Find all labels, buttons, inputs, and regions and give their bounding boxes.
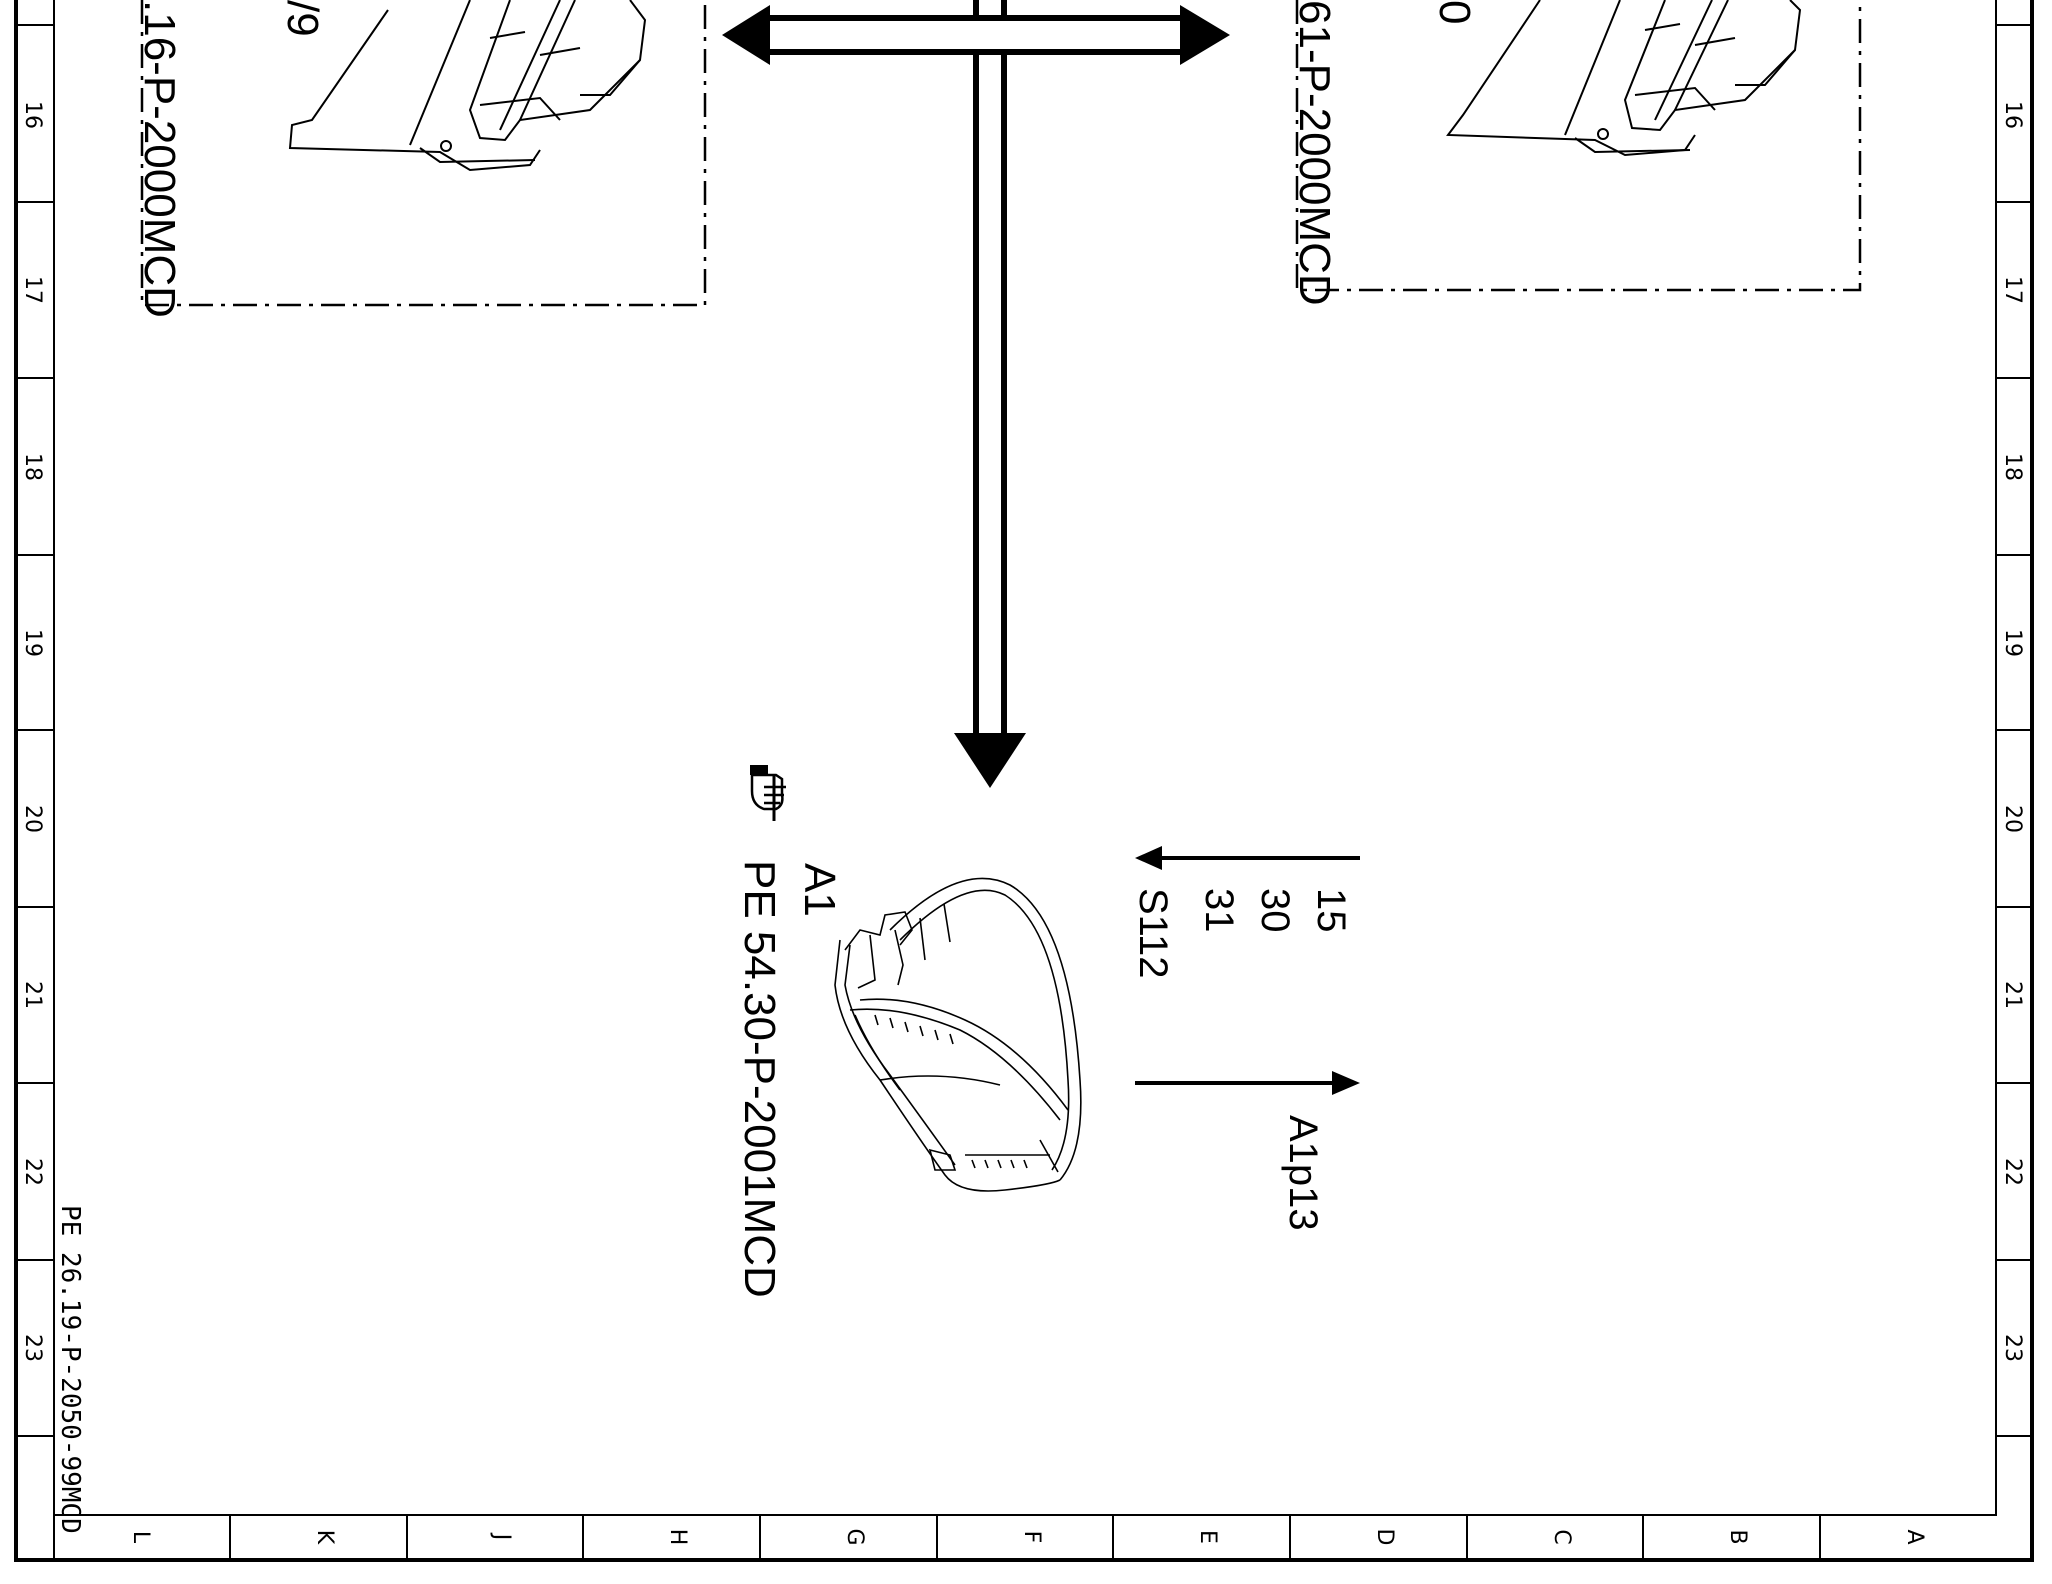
column-label: K — [312, 1530, 337, 1545]
sheet-frame — [14, 0, 2034, 1562]
column-label: F — [1019, 1531, 1044, 1544]
output-signal: A1p13 — [1135, 1071, 1360, 1231]
instrument-cluster-icon — [834, 877, 1082, 1192]
row-label: 20 — [20, 805, 45, 833]
bus-arrow-left — [722, 5, 770, 65]
row-label: 19 — [2000, 629, 2025, 657]
row-label: 17 — [2000, 276, 2025, 304]
column-label: A — [1902, 1529, 1927, 1544]
row-labels-left: 16 17 18 19 20 21 22 23 — [20, 101, 45, 1362]
row-label: 21 — [2000, 981, 2025, 1009]
left-component-box: .16-P-2000MCD /9 — [135, 0, 707, 318]
instrument-label: A1 — [795, 863, 844, 917]
bus-arrow-down — [954, 733, 1026, 788]
column-label: J — [489, 1532, 514, 1541]
left-box-partial-text: /9 — [278, 0, 327, 37]
right-box-partial-text: 0 — [1430, 0, 1479, 24]
row-label: 17 — [20, 276, 45, 304]
drawing-reference: PE 26.19-P-2050-99MCD — [55, 1205, 85, 1534]
bus-connection — [722, 0, 1230, 788]
row-label: 21 — [20, 981, 45, 1009]
left-box-code: .16-P-2000MCD — [135, 0, 184, 318]
signal-label: 15 — [1309, 888, 1353, 933]
input-arrow-head — [1135, 846, 1162, 870]
row-label: 16 — [20, 101, 45, 129]
control-unit-right-icon — [1446, 0, 1802, 157]
signal-label: 30 — [1253, 888, 1297, 933]
row-label: 18 — [20, 453, 45, 481]
bus-arrow-right — [1180, 5, 1230, 65]
column-ticks — [229, 1515, 1821, 1560]
instrument-reference: PE 54.30-P-2001MCD — [735, 860, 784, 1298]
row-label: 23 — [2000, 1334, 2025, 1362]
row-labels-right: 16 17 18 19 20 21 22 23 — [2000, 101, 2025, 1362]
row-label: 22 — [2000, 1158, 2025, 1186]
right-component-box: 61-P-2000MCD 0 — [1290, 0, 1862, 306]
column-labels: L K J H G F E D C B A — [128, 1528, 1927, 1545]
row-label: 23 — [20, 1334, 45, 1362]
input-signals: 15 30 31 S112 — [1131, 846, 1360, 978]
output-signal-label: A1p13 — [1281, 1115, 1325, 1231]
row-label: 18 — [2000, 453, 2025, 481]
row-label: 16 — [2000, 101, 2025, 129]
instrument-cluster: A1 PE 54.30-P-2001MCD — [735, 765, 1082, 1298]
row-ticks — [16, 24, 2032, 1437]
signal-label: S112 — [1131, 888, 1175, 978]
control-unit-left-icon — [288, 0, 647, 172]
row-label: 19 — [20, 629, 45, 657]
column-label: D — [1372, 1529, 1397, 1546]
column-label: B — [1725, 1529, 1750, 1544]
column-label: C — [1549, 1529, 1574, 1544]
row-label: 22 — [20, 1158, 45, 1186]
column-label: L — [128, 1531, 153, 1544]
signal-label: 31 — [1197, 888, 1241, 933]
right-box-code: 61-P-2000MCD — [1290, 0, 1339, 306]
row-label: 20 — [2000, 805, 2025, 833]
column-label: G — [842, 1528, 867, 1545]
column-label: E — [1195, 1530, 1220, 1544]
pointing-hand-icon — [750, 765, 786, 821]
column-label: H — [665, 1529, 690, 1546]
output-arrow-head — [1332, 1071, 1360, 1095]
